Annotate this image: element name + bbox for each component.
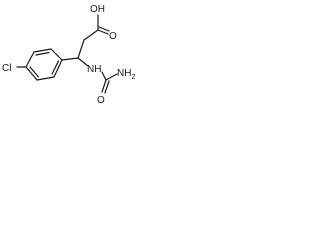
bond-c-o-urea-2 bbox=[104, 80, 110, 94]
label-o-acid: O bbox=[109, 31, 117, 42]
bond-c3-nh bbox=[77, 57, 89, 67]
bond-ch2-cooh bbox=[83, 29, 99, 41]
bond-c-o-double-1 bbox=[97, 29, 109, 35]
label-nh2: NH2 bbox=[117, 68, 135, 81]
structure-canvas: OH O NH O NH2 Cl bbox=[0, 0, 137, 106]
ring-bond-6 bbox=[53, 59, 63, 78]
ring-double-1 bbox=[35, 51, 50, 56]
ring-bond-3 bbox=[25, 51, 35, 68]
ring-bond-2 bbox=[33, 48, 52, 53]
ring-bond-4 bbox=[25, 66, 38, 81]
ring-double-2 bbox=[29, 66, 40, 78]
label-o-urea: O bbox=[97, 95, 105, 106]
bond-c-nh2 bbox=[105, 73, 118, 81]
bond-c-o-double-2 bbox=[98, 26, 110, 32]
ring-double-3 bbox=[51, 60, 60, 75]
bond-c3-aryl bbox=[61, 57, 79, 61]
ring-bond-5 bbox=[36, 76, 55, 81]
label-nh2-main: NH bbox=[117, 68, 131, 79]
label-cl: Cl bbox=[2, 63, 11, 74]
bond-nh-c bbox=[101, 71, 107, 81]
label-oh: OH bbox=[90, 4, 105, 15]
label-nh2-subscript: 2 bbox=[131, 74, 135, 81]
label-nh: NH bbox=[87, 64, 101, 75]
bond-c-o-urea-1 bbox=[101, 79, 107, 93]
molecule-structure: OH O NH O NH2 Cl bbox=[2, 4, 135, 106]
bond-c3-ch2 bbox=[77, 39, 85, 59]
ring-bond-1 bbox=[50, 48, 63, 61]
